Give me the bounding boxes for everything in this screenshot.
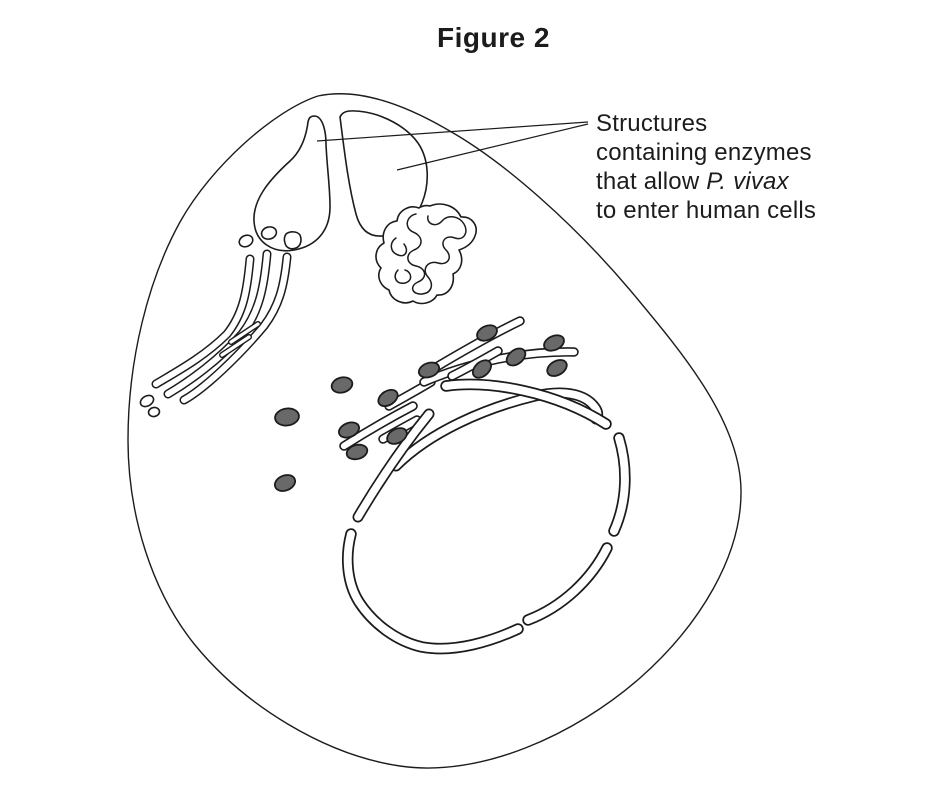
leader-line-to-left-rhoptry bbox=[316, 121, 589, 142]
cristae-line bbox=[406, 213, 467, 295]
annotation-line-1: Structures bbox=[596, 110, 708, 137]
cristae-line bbox=[390, 237, 408, 257]
annotation-line3-prefix: that allow bbox=[596, 168, 707, 195]
vesicles-left-edge bbox=[139, 394, 161, 418]
annotation-line-2: containing enzymes bbox=[596, 139, 812, 166]
rhoptry-left bbox=[253, 115, 331, 252]
rhoptry-right bbox=[339, 110, 429, 237]
species-name-italic: P. vivax bbox=[706, 168, 789, 195]
cristae-line bbox=[394, 269, 412, 285]
leader-line-to-right-rhoptry bbox=[396, 123, 589, 171]
leader-lines bbox=[316, 121, 589, 171]
mitochondrion bbox=[375, 203, 477, 305]
annotation-label: Structures containing enzymes that allow… bbox=[596, 109, 816, 225]
dense-granules bbox=[273, 324, 568, 492]
figure-title: Figure 2 bbox=[437, 22, 550, 53]
micronemes-group bbox=[238, 226, 302, 250]
annotation-line-3: that allow P. vivax bbox=[596, 167, 816, 196]
annotation-line-4: to enter human cells bbox=[596, 197, 817, 224]
